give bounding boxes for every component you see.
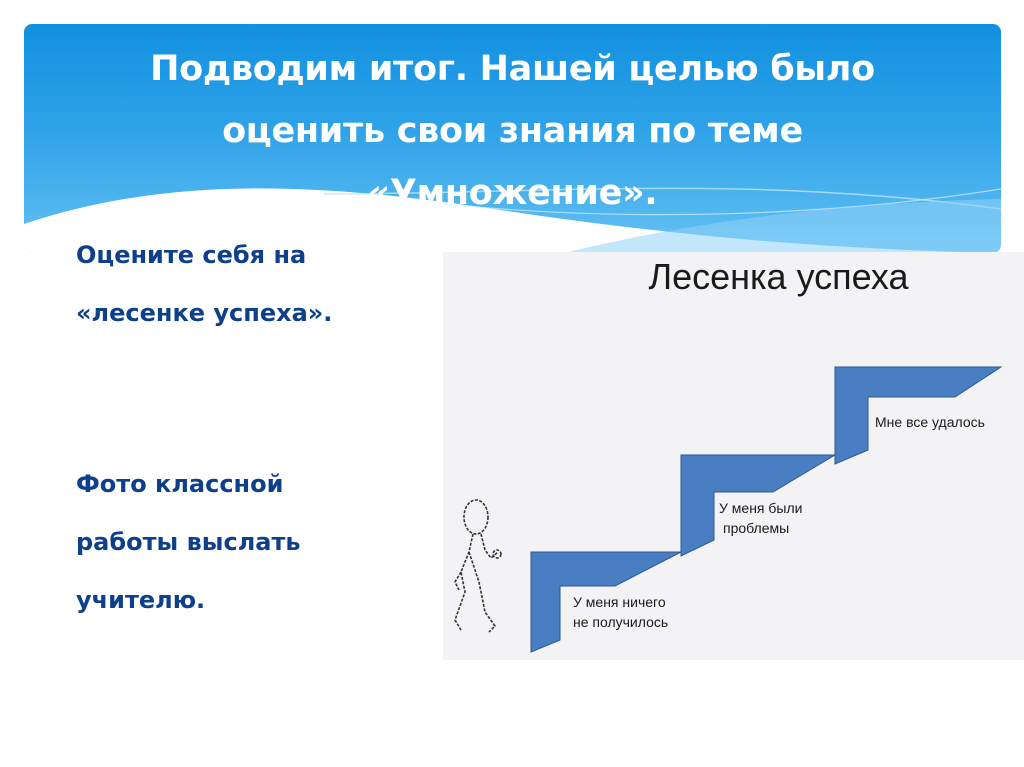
staircase-graphic: [454, 366, 1003, 653]
title-line: Подводим итог. Нашей целью было: [150, 49, 875, 89]
title-line: «Умножение».: [367, 173, 658, 213]
step-label-2: У меня были проблемы: [719, 500, 803, 536]
walking-person-icon: [454, 499, 502, 633]
success-ladder-figure: Лесенка успеха У меня ничего не получило…: [443, 252, 1024, 660]
title-line: оценить свои знания по теме: [222, 111, 803, 151]
body-line: работы выслать: [76, 528, 301, 556]
body-line: Фото классной: [76, 470, 284, 498]
body-line: Оцените себя на: [76, 241, 307, 269]
slide-title: Подводим итог. Нашей целью было оценить …: [24, 38, 1001, 224]
figure-title: Лесенка успеха: [648, 256, 909, 297]
step-label-1: У меня ничего не получилось: [573, 594, 669, 630]
wave-decoration: [24, 187, 1001, 253]
stair-step-3: [834, 366, 1003, 465]
instruction-paragraph-1: Оцените себя на «лесенке успеха».: [76, 226, 332, 342]
step-label-3: Мне все удалось: [875, 414, 985, 430]
title-banner: [24, 24, 1001, 253]
body-line: учителю.: [76, 586, 206, 614]
body-line: «лесенке успеха».: [76, 299, 333, 327]
instruction-paragraph-2: Фото классной работы выслать учителю.: [76, 455, 301, 629]
